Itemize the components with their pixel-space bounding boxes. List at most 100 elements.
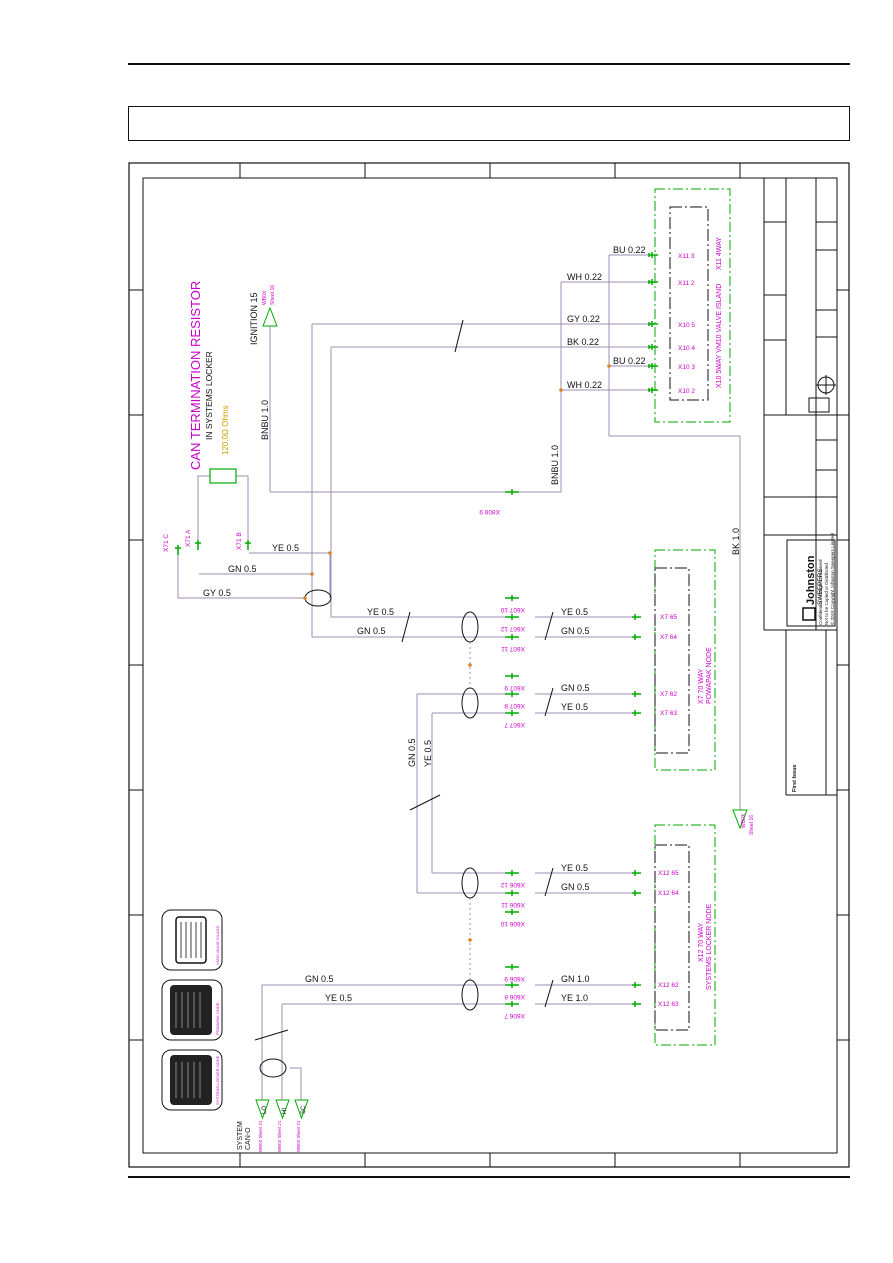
svg-text:GY 0.22: GY 0.22 <box>567 314 600 324</box>
svg-text:X12 63: X12 63 <box>658 1001 679 1008</box>
svg-text:BK 0.22: BK 0.22 <box>567 337 599 347</box>
svg-text:GN 0.5: GN 0.5 <box>561 626 590 636</box>
svg-text:POWAPAK NODE: POWAPAK NODE <box>215 1002 220 1035</box>
resistor-value: 120.0Ω Ohms <box>221 405 230 455</box>
svg-text:SYSTEMS LOCKER NODE: SYSTEMS LOCKER NODE <box>215 1055 220 1105</box>
svg-text:X606 9: X606 9 <box>504 975 525 982</box>
svg-text:BU 0.22: BU 0.22 <box>613 356 646 366</box>
company-logo: Johnston SWEEPERS <box>802 555 824 621</box>
svg-text:CAN-O: CAN-O <box>245 1127 252 1150</box>
title-heading: CAN TERMINATION RESISTOR <box>188 281 203 470</box>
svg-text:BU 0.22: BU 0.22 <box>613 245 646 255</box>
company-sub: SWEEPERS <box>817 567 824 605</box>
svg-text:X606 12: X606 12 <box>500 881 525 888</box>
svg-text:GN 0.5: GN 0.5 <box>357 626 386 636</box>
svg-text:YE 1.0: YE 1.0 <box>561 993 588 1003</box>
header-box <box>128 106 850 141</box>
svg-text:BK 1.0: BK 1.0 <box>731 528 741 555</box>
svg-text:X71 B: X71 B <box>236 532 243 550</box>
svg-text:X11 4WAY: X11 4WAY <box>716 237 723 270</box>
svg-text:X10 2: X10 2 <box>678 388 695 395</box>
svg-text:X7 62: X7 62 <box>660 691 677 698</box>
svg-text:SYSTEMS LOCKER NODE: SYSTEMS LOCKER NODE <box>706 903 713 990</box>
connector-labels: X11 3 X11 2 X10 5 X10 4 X10 3 X10 2 X7 6… <box>163 253 695 1019</box>
svg-text:X606 10: X606 10 <box>500 920 525 927</box>
svg-text:X607 12: X607 12 <box>500 625 525 632</box>
svg-text:WB02 Sheet 21: WB02 Sheet 21 <box>296 1120 301 1152</box>
svg-text:WB0X: WB0X <box>741 813 747 828</box>
lo-flag <box>255 1099 270 1120</box>
bk-flag <box>732 809 748 830</box>
svg-text:POWAPAK NODE: POWAPAK NODE <box>706 647 713 704</box>
junction-dots <box>303 364 611 942</box>
svg-text:X606 11: X606 11 <box>501 901 525 908</box>
svg-text:YE 0.5: YE 0.5 <box>367 607 394 617</box>
svg-text:X12 65: X12 65 <box>658 870 679 877</box>
svg-text:X71 C: X71 C <box>163 534 170 552</box>
svg-text:GN 0.5: GN 0.5 <box>305 974 334 984</box>
svg-text:X71 A: X71 A <box>185 529 192 547</box>
svg-text:BNBU 1.0: BNBU 1.0 <box>260 400 270 440</box>
outer-frame <box>128 162 850 1168</box>
svg-text:Sheet 16: Sheet 16 <box>270 285 276 305</box>
title-sub: IN SYSTEMS LOCKER <box>204 351 214 440</box>
svg-text:Sheet 16: Sheet 16 <box>749 815 755 835</box>
svg-text:X7 65: X7 65 <box>660 614 677 621</box>
svg-text:X607 7: X607 7 <box>504 721 525 728</box>
svg-text:YE 0.5: YE 0.5 <box>325 993 352 1003</box>
zone-ticks <box>129 163 849 1167</box>
valve-island-box <box>654 188 731 423</box>
ignition-label: IGNITION 15 <box>249 292 259 345</box>
svg-text:LO: LO <box>262 1106 268 1114</box>
svg-text:YE 0.5: YE 0.5 <box>561 702 588 712</box>
svg-text:HI: HI <box>282 1108 288 1114</box>
twist-markers <box>254 319 554 1041</box>
thumb-valve-island <box>161 909 223 971</box>
svg-text:SC: SC <box>301 1105 307 1114</box>
svg-text:X10 5WAY VM10 VALVE ISLAND: X10 5WAY VM10 VALVE ISLAND <box>716 284 723 388</box>
svg-text:© 2018 Copyright Johnston Swee: © 2018 Copyright Johnston Sweepers Limit… <box>829 533 835 625</box>
svg-text:X11 2: X11 2 <box>678 280 695 287</box>
issue-label: First Issue <box>792 764 798 792</box>
svg-text:YE 0.5: YE 0.5 <box>561 863 588 873</box>
copyright-notes: Confidential. All Rights Reserved Not to… <box>818 533 835 625</box>
vertical-wire-labels: BNBU 1.0 BNBU 1.0 BK 1.0 GN 0.5 YE 0.5 <box>260 400 741 767</box>
title-block <box>763 178 837 796</box>
svg-text:GN 0.5: GN 0.5 <box>561 683 590 693</box>
svg-text:X808 9: X808 9 <box>479 508 500 515</box>
wire-labels: BU 0.22 WH 0.22 GY 0.22 BK 0.22 BU 0.22 … <box>203 245 646 1003</box>
thumb-systems-locker <box>161 1049 223 1111</box>
svg-text:X607 10: X607 10 <box>500 606 525 613</box>
svg-text:X12 70 WAY: X12 70 WAY <box>698 922 705 962</box>
svg-text:X606 7: X606 7 <box>504 1012 525 1019</box>
svg-text:WB0X: WB0X <box>262 290 268 305</box>
resistor-title: CAN TERMINATION RESISTOR IN SYSTEMS LOCK… <box>188 281 230 470</box>
svg-text:X10 3: X10 3 <box>678 364 695 371</box>
top-rule <box>128 63 850 65</box>
sc-flag <box>294 1099 309 1120</box>
connector-pins <box>175 252 658 1007</box>
company-name: Johnston <box>805 555 817 605</box>
hi-flag <box>275 1099 290 1120</box>
sheet-flags <box>255 306 748 1120</box>
svg-text:X607 8: X607 8 <box>504 702 525 709</box>
svg-text:X10 4: X10 4 <box>678 345 695 352</box>
svg-text:YE 0.5: YE 0.5 <box>423 740 433 767</box>
wires <box>177 254 741 1100</box>
termination-resistor <box>209 468 237 484</box>
svg-text:X7 70 WAY: X7 70 WAY <box>698 668 705 704</box>
svg-text:X7 63: X7 63 <box>660 710 677 717</box>
svg-text:WH 0.22: WH 0.22 <box>567 380 602 390</box>
svg-text:Not to be Copied or Distribute: Not to be Copied or Distributed <box>824 563 829 625</box>
svg-text:X10 5: X10 5 <box>678 322 695 329</box>
module-titles: X11 4WAY X10 5WAY VM10 VALVE ISLAND X7 7… <box>698 237 723 990</box>
system-can-labels: SYSTEM CAN-O LO HI SC WB02 Sheet 21 WB02… <box>237 1105 307 1152</box>
svg-text:WH 0.22: WH 0.22 <box>567 272 602 282</box>
svg-text:X607 9: X607 9 <box>504 684 525 691</box>
svg-text:VM10 VALVE ISLAND: VM10 VALVE ISLAND <box>215 925 220 965</box>
svg-text:X12 64: X12 64 <box>658 890 679 897</box>
svg-text:GN 0.5: GN 0.5 <box>407 738 417 767</box>
svg-text:X12 62: X12 62 <box>658 982 679 989</box>
thumbnails: VM10 VALVE ISLAND POWAPAK NODE SYSTEMS L… <box>161 909 223 1111</box>
